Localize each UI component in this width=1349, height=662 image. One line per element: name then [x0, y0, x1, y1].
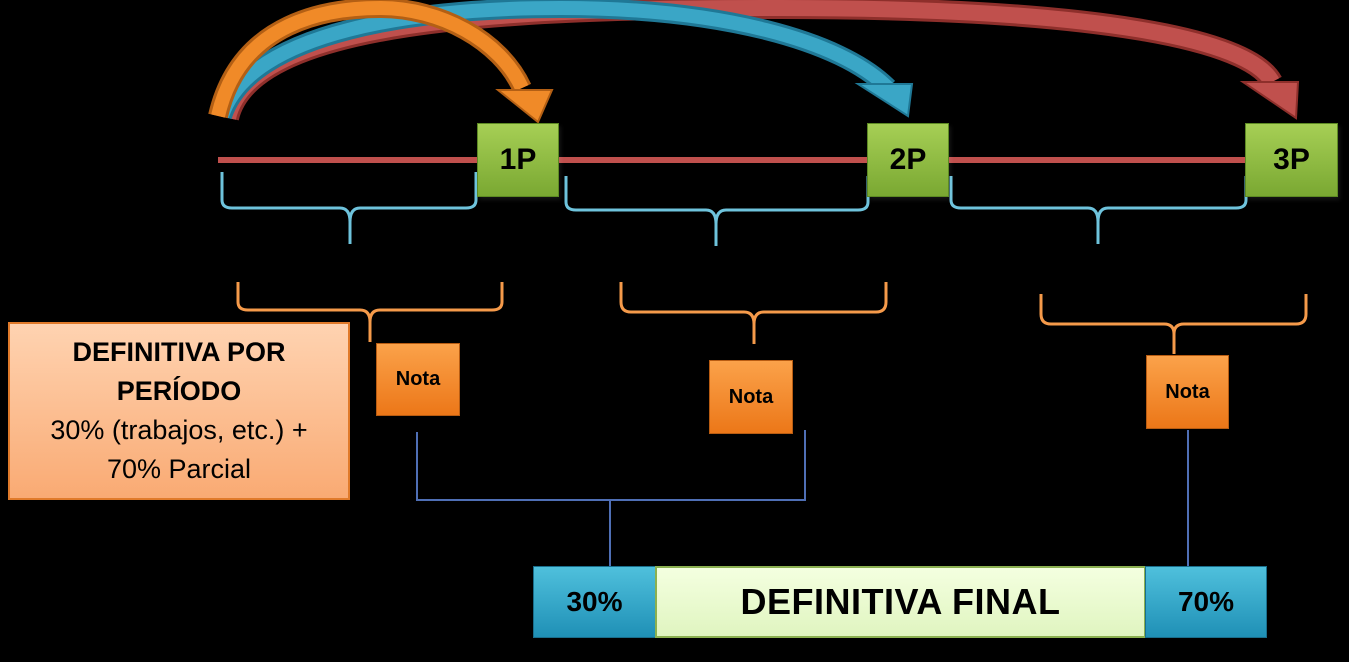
- definitiva-por-periodo-box: DEFINITIVA POR PERÍODO 30% (trabajos, et…: [8, 322, 350, 500]
- nota-box-1: Nota: [376, 343, 460, 416]
- period-brace-1: [220, 172, 478, 244]
- definitiva-periodo-formula-line1: 30% (trabajos, etc.) +: [50, 415, 308, 445]
- final-left-percentage: 30%: [533, 566, 656, 638]
- connector-notas-1-2: [416, 430, 806, 566]
- nota-box-3: Nota: [1146, 355, 1229, 429]
- arrow-to-1p: [208, 0, 554, 124]
- final-right-percentage: 70%: [1145, 566, 1267, 638]
- definitiva-final-label: DEFINITIVA FINAL: [655, 566, 1146, 638]
- definitiva-periodo-title-line2: PERÍODO: [116, 376, 242, 406]
- grade-brace-3: [1039, 294, 1308, 354]
- grade-brace-2: [619, 282, 888, 344]
- period-box-1p: 1P: [477, 123, 559, 197]
- definitiva-periodo-formula-line2: 70% Parcial: [106, 454, 252, 484]
- definitiva-periodo-title-line1: DEFINITIVA POR: [72, 337, 286, 367]
- period-box-2p: 2P: [867, 123, 949, 197]
- period-box-3p: 3P: [1245, 123, 1338, 197]
- arrow-to-2p: [212, 0, 914, 120]
- grade-brace-1: [236, 282, 504, 342]
- period-brace-2: [564, 176, 870, 246]
- nota-box-2: Nota: [709, 360, 793, 434]
- period-brace-3: [949, 176, 1248, 244]
